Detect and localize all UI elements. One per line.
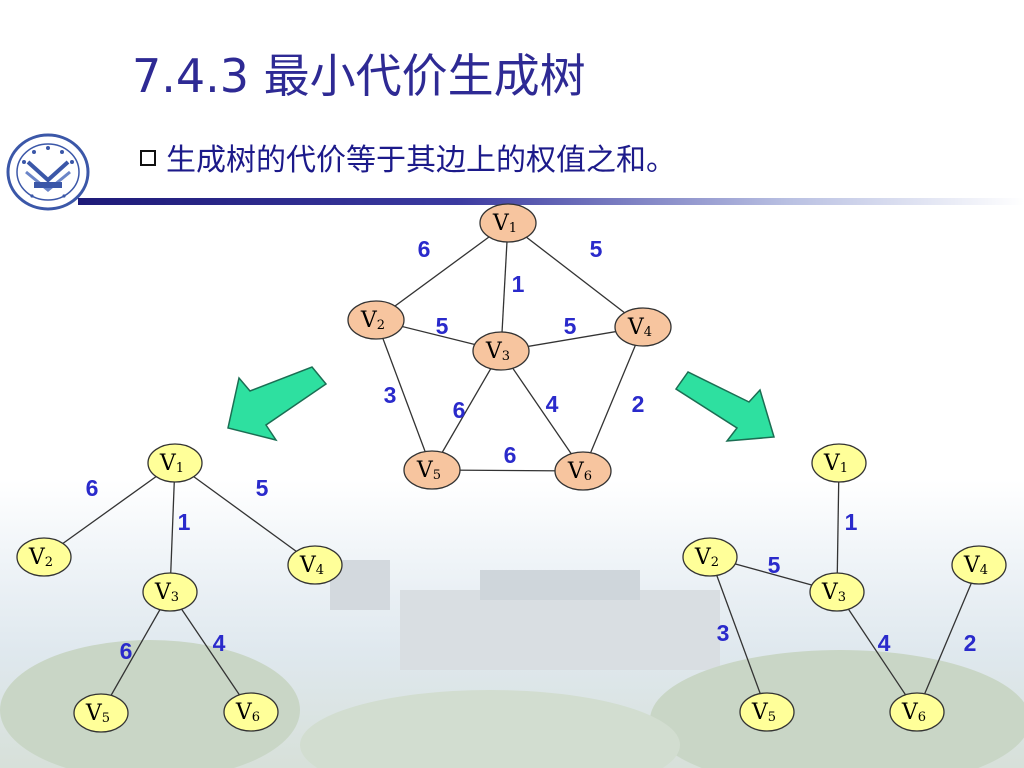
node-shape: [347, 300, 405, 340]
node-shape: [73, 693, 129, 733]
node-v1: V1: [811, 443, 867, 483]
edge-weight-v2-v3: 5: [768, 552, 781, 578]
checkbox-bullet-icon: [140, 150, 156, 166]
edge-v4-v6: [582, 326, 644, 472]
edge-v2-v5: [709, 556, 768, 713]
edge-weight-v1-v4: 5: [256, 475, 269, 501]
edge-v3-v5: [431, 350, 502, 471]
edge-weight-v3-v6: 4: [878, 630, 891, 656]
edge-v3-v6: [836, 591, 918, 713]
node-label: V5: [416, 458, 441, 483]
node-v3: V3: [142, 572, 198, 612]
node-v4: V4: [614, 307, 672, 347]
node-shape: [287, 545, 343, 585]
node-shape: [614, 307, 672, 347]
node-v6: V6: [889, 692, 945, 732]
edge-weight-v2-v3: 5: [436, 313, 449, 339]
node-shape: [403, 450, 461, 490]
edge-weight-v2-v5: 3: [384, 382, 397, 408]
university-seal-icon: [6, 133, 90, 211]
edge-v3-v6: [500, 350, 584, 472]
edge-weight-v5-v6: 6: [504, 442, 517, 468]
edge-weight-v3-v4: 5: [564, 313, 577, 339]
page-title: 7.4.3 最小代价生成树: [132, 49, 586, 103]
node-shape: [951, 545, 1007, 585]
node-v6: V6: [223, 692, 279, 732]
node-shape: [739, 692, 795, 732]
node-v3: V3: [809, 572, 865, 612]
edge-weight-v4-v6: 2: [632, 391, 645, 417]
node-label: V6: [901, 700, 926, 725]
edge-weight-v1-v2: 6: [418, 236, 431, 262]
background-building: [480, 570, 640, 600]
node-v4: V4: [951, 545, 1007, 585]
edge-weight-v3-v5: 6: [453, 397, 466, 423]
node-v5: V5: [403, 450, 461, 490]
node-v2: V2: [347, 300, 405, 340]
arrow-down-left-icon: [227, 366, 328, 442]
node-v4: V4: [287, 545, 343, 585]
edge-v1-v3: [836, 462, 840, 593]
edge-weight-v3-v6: 4: [546, 391, 559, 417]
node-shape: [682, 537, 738, 577]
node-v5: V5: [73, 693, 129, 733]
edge-weight-v3-v6: 4: [213, 630, 226, 656]
node-v3: V3: [472, 331, 530, 371]
title-divider: [78, 198, 1024, 205]
node-v5: V5: [739, 692, 795, 732]
node-v6: V6: [554, 451, 612, 491]
node-shape: [16, 537, 72, 577]
node-v2: V2: [16, 537, 72, 577]
bullet-point: 生成树的代价等于其边上的权值之和。: [140, 135, 676, 179]
node-shape: [223, 692, 279, 732]
edge-v1-v4: [174, 462, 316, 566]
node-shape: [809, 572, 865, 612]
edge-weight-v3-v5: 6: [120, 638, 133, 664]
node-shape: [142, 572, 198, 612]
edge-v1-v4: [507, 222, 644, 328]
edge-v4-v6: [916, 564, 980, 713]
background-trees: [650, 650, 1024, 768]
edge-v1-v2: [375, 222, 509, 321]
background-building: [400, 590, 720, 670]
edge-weight-v1-v4: 5: [590, 236, 603, 262]
node-v2: V2: [682, 537, 738, 577]
node-shape: [472, 331, 530, 371]
edge-v3-v6: [169, 591, 252, 713]
edge-weight-v1-v3: 1: [512, 271, 525, 297]
node-v1: V1: [147, 443, 203, 483]
node-shape: [811, 443, 867, 483]
edge-v1-v3: [169, 462, 176, 593]
node-shape: [889, 692, 945, 732]
edge-weight-v4-v6: 2: [964, 630, 977, 656]
edge-weight-v1-v3: 1: [178, 509, 191, 535]
node-shape: [479, 203, 537, 243]
edge-v1-v2: [43, 462, 176, 558]
edge-weight-v1-v2: 6: [86, 475, 99, 501]
edge-weight-v2-v5: 3: [717, 620, 730, 646]
node-v1: V1: [479, 203, 537, 243]
node-shape: [554, 451, 612, 491]
bullet-text: 生成树的代价等于其边上的权值之和。: [166, 143, 676, 178]
arrow-down-right-icon: [674, 371, 775, 442]
edge-v3-v5: [100, 591, 171, 714]
edge-weight-v1-v3: 1: [845, 509, 858, 535]
edge-v2-v5: [375, 319, 433, 471]
node-shape: [147, 443, 203, 483]
edge-v1-v3: [500, 222, 509, 352]
